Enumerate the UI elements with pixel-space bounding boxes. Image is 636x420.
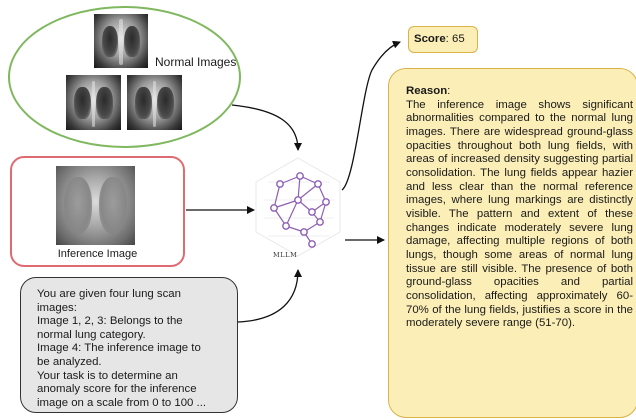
reason-text: The inference image shows significant ab… xyxy=(406,99,633,331)
arrow-normal-to-mllm xyxy=(232,105,298,150)
arrow-prompt-to-mllm xyxy=(238,270,298,322)
reason-box: Reason: The inference image shows signif… xyxy=(388,68,636,418)
score-value: 65 xyxy=(452,33,465,45)
score-box: Score: 65 xyxy=(408,26,478,53)
score-label: Score xyxy=(414,33,446,45)
reason-label: Reason xyxy=(406,85,447,97)
mllm-label: MLLM xyxy=(273,251,297,259)
mllm-network-icon xyxy=(256,158,340,256)
